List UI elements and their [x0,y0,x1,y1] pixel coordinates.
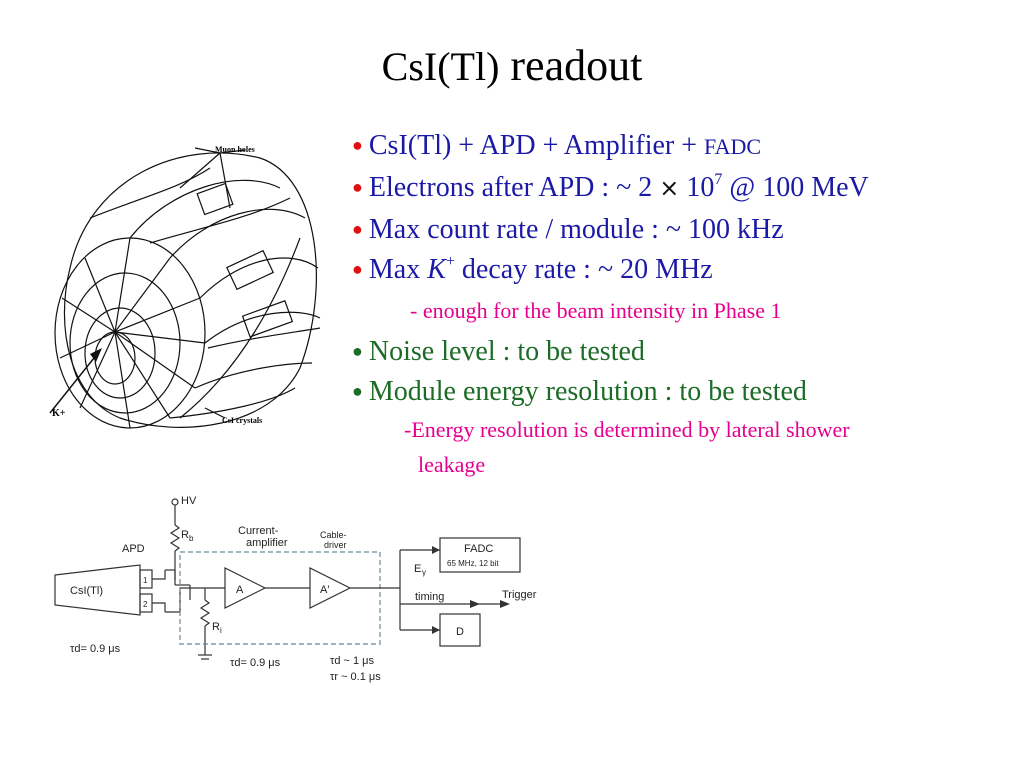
amp-a-label: A [236,584,244,596]
title-part-1: CsI(Tl) [381,44,500,89]
bullet-2-text-b: 10 [679,172,715,203]
muon-holes-label: Muon holes [215,145,255,154]
hv-label: HV [181,495,197,507]
bullet-dot: ● [352,135,363,155]
slide-title: CsI(Tl) readout [0,38,1024,95]
e-gamma-label: E [414,563,421,575]
e-gamma-subscript: γ [422,568,426,577]
kaon-symbol: K [427,254,446,285]
exponent: 7 [714,171,723,188]
bullet-dot: ● [352,219,363,239]
bullet-dot: ● [352,259,363,279]
bullet-1-text: CsI(Tl) + APD + Amplifier + [368,130,705,161]
tau-apd-label: τd= 0.9 μs [70,643,121,655]
bullet-4-text-a: Max [368,254,428,285]
fadc-spec-label: 65 MHz, 12 bit [447,559,499,568]
tau-amp-label: τd= 0.9 μs [230,657,281,669]
csi-crystals-label: CsI crystals [222,416,262,425]
bullet-4: ●Max K+ decay rate : ~ 20 MHz [352,252,713,287]
times-symbol: × [659,174,680,202]
apd-pin-2: 2 [143,600,148,609]
ri-subscript: i [220,626,222,635]
crystal-label: CsI(Tl) [70,585,103,597]
bullet-1-fadc: FADC [704,134,762,159]
bullet-1: ●CsI(Tl) + APD + Amplifier + FADC [352,128,761,164]
timing-label: timing [415,591,444,603]
tau-driver-decay-label: τd ~ 1 μs [330,655,375,667]
apd-label: APD [122,543,145,555]
readout-circuit-diagram: HV R b R i APD CsI(Tl) 1 2 Current- ampl… [54,495,537,683]
bullet-5-text: Noise level : to be tested [368,336,645,367]
bullet-2-text-a: Electrons after APD : ~ 2 [368,172,660,203]
detector-illustration: Muon holes CsI crystals K+ [49,145,321,429]
bullet-3-text: Max count rate / module : ~ 100 kHz [368,214,784,245]
title-part-2: readout [499,41,643,90]
beam-label: K+ [52,408,66,419]
trigger-label: Trigger [502,589,537,601]
cable-driver-label-1: Cable- [320,530,347,540]
current-amp-label-2: amplifier [246,537,288,549]
bullet-dot: ● [352,341,363,361]
rb-subscript: b [189,534,194,543]
bullet-2: ●Electrons after APD : ~ 2 × 107 @ 100 M… [352,170,869,205]
ri-label: R [212,621,220,633]
kaon-charge: + [445,253,455,270]
bullet-dot: ● [352,177,363,197]
sub-note-phase1: - enough for the beam intensity in Phase… [410,298,782,323]
fadc-label: FADC [464,543,493,555]
bullet-2-text-c: @ 100 MeV [722,172,869,203]
amp-a-prime-label: A′ [320,584,329,596]
tau-driver-rise-label: τr ~ 0.1 μs [330,671,381,683]
bullet-6-text: Module energy resolution : to be tested [368,376,807,407]
bullet-5: ●Noise level : to be tested [352,334,645,369]
cable-driver-label-2: driver [324,540,347,550]
apd-pin-1: 1 [143,576,148,585]
bullet-4-text-b: decay rate : ~ 20 MHz [454,254,713,285]
bullet-6: ●Module energy resolution : to be tested [352,374,807,409]
rb-label: R [181,529,189,541]
d-box-label: D [456,626,464,638]
sub-note-resolution-1: -Energy resolution is determined by late… [404,417,850,442]
bullet-dot: ● [352,381,363,401]
sub-note-resolution-2: leakage [418,452,486,477]
bullet-3: ●Max count rate / module : ~ 100 kHz [352,212,784,247]
current-amp-label-1: Current- [238,525,279,537]
